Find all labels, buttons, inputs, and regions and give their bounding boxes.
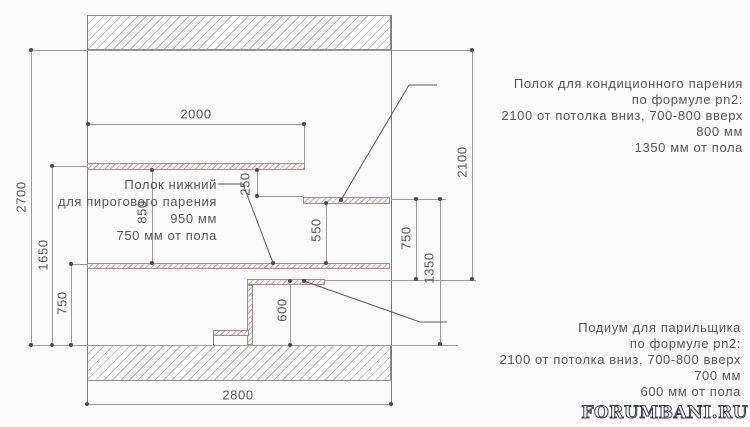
- dim-line-2000: [88, 124, 304, 125]
- dim-label-2000: 2000: [180, 106, 212, 122]
- ext-cond-shelf-right: [391, 199, 446, 200]
- dimension-dot: [470, 48, 474, 52]
- dim-label-2800: 2800: [222, 387, 254, 403]
- dimension-dot: [150, 261, 154, 265]
- dimension-dot: [389, 402, 393, 406]
- dim-line-1350: [440, 199, 441, 344]
- podium-top-board: [247, 279, 325, 285]
- dimension-dot: [288, 343, 292, 347]
- upper-shelf-board: [87, 163, 305, 170]
- annotation-line: 750 мм от пола: [116, 228, 217, 243]
- dimension-dot: [150, 168, 154, 172]
- dimension-dot: [438, 342, 442, 346]
- dimension-dot: [50, 343, 54, 347]
- annotation-line: Полок нижний: [124, 177, 217, 192]
- dim-label-550: 550: [308, 218, 324, 242]
- dim-label-750-right: 750: [398, 226, 414, 250]
- dimension-dot: [29, 48, 33, 52]
- lower-shelf-board: [87, 263, 390, 269]
- annotation-line: 2100 от потолка вниз, 700-800 вверх: [501, 108, 743, 123]
- annotation-line: 2100 от потолка вниз, 700-800 вверх: [499, 352, 741, 367]
- floor-wall: [87, 345, 391, 381]
- annotation-line: 600 мм от пола: [640, 384, 741, 399]
- dim-line-850: [152, 170, 153, 263]
- annotation-line: 800 мм: [696, 124, 743, 139]
- ext-2000-right: [304, 124, 305, 166]
- leader-anchor-dot: [339, 198, 343, 202]
- annotation-line: 1350 мм от пола: [634, 140, 743, 155]
- dim-label-2100: 2100: [454, 146, 470, 178]
- dim-line-2800: [87, 404, 391, 405]
- annotation-line: Подиум для парильщика: [578, 320, 741, 335]
- dim-line-750-left: [71, 264, 72, 345]
- ext-upper-shelf-left: [52, 166, 88, 167]
- dimension-dot: [69, 343, 73, 347]
- dim-line-1650: [52, 166, 53, 345]
- dimension-dot: [69, 262, 73, 266]
- ceiling-wall: [87, 15, 391, 50]
- dim-line-2100: [472, 50, 473, 279]
- dim-line-2700: [31, 50, 32, 345]
- annotation-line: 950 мм: [170, 211, 217, 226]
- dimension-dot: [29, 343, 33, 347]
- podium-leg: [247, 285, 253, 345]
- dimension-dot: [50, 164, 54, 168]
- dimension-dot: [302, 122, 306, 126]
- dimension-dot: [414, 277, 418, 281]
- dim-label-250: 250: [237, 172, 253, 196]
- floor-level-line: [28, 345, 458, 346]
- dimension-dot: [470, 277, 474, 281]
- right-wall-line: [391, 15, 392, 404]
- dim-line-600: [290, 281, 291, 345]
- dim-line-250: [257, 170, 258, 196]
- ext-250-bottom: [257, 196, 303, 197]
- leader-anchor-dot: [302, 279, 306, 283]
- step-leg-line: [213, 336, 214, 345]
- dimension-dot: [438, 197, 442, 201]
- annotation-line: 700 мм: [694, 368, 741, 383]
- dim-label-2700: 2700: [13, 181, 29, 213]
- dim-line-750-right: [416, 199, 417, 279]
- dimension-dot: [85, 402, 89, 406]
- dimension-dot: [324, 201, 328, 205]
- left-wall-line: [87, 15, 88, 404]
- annotation-line: по формуле pn2:: [629, 336, 741, 351]
- annotation-line: Полок для кондиционного парения: [513, 76, 743, 91]
- conditioning-shelf-board: [303, 197, 390, 204]
- dim-label-1350: 1350: [421, 252, 437, 284]
- step-board: [213, 330, 249, 336]
- annotation-line: для пирогового парения: [58, 194, 217, 209]
- forumbani-watermark: FORUMBANI.RU: [581, 403, 748, 424]
- leader-anchor-dot: [271, 261, 275, 265]
- dim-line-550: [326, 203, 327, 263]
- ceiling-level-line: [31, 50, 472, 51]
- dim-label-1650: 1650: [35, 239, 51, 271]
- annotation-line: по формуле pn2:: [631, 92, 743, 107]
- dimension-dot: [414, 197, 418, 201]
- dimension-dot: [288, 279, 292, 283]
- annotation-upper-shelf: Полок для кондиционного парения по форму…: [501, 76, 743, 156]
- dim-label-750-left: 750: [54, 291, 70, 315]
- annotation-lower-shelf: Полок нижний для пирогового парения 950 …: [58, 176, 217, 244]
- dimension-dot: [255, 168, 259, 172]
- dimension-dot: [255, 194, 259, 198]
- dimension-dot: [324, 261, 328, 265]
- dim-label-600: 600: [274, 298, 290, 322]
- dimension-dot: [86, 122, 90, 126]
- annotation-podium: Подиум для парильщика по формуле pn2: 21…: [499, 320, 741, 400]
- ext-podium-right: [325, 280, 476, 281]
- ext-lower-shelf-left: [71, 264, 87, 265]
